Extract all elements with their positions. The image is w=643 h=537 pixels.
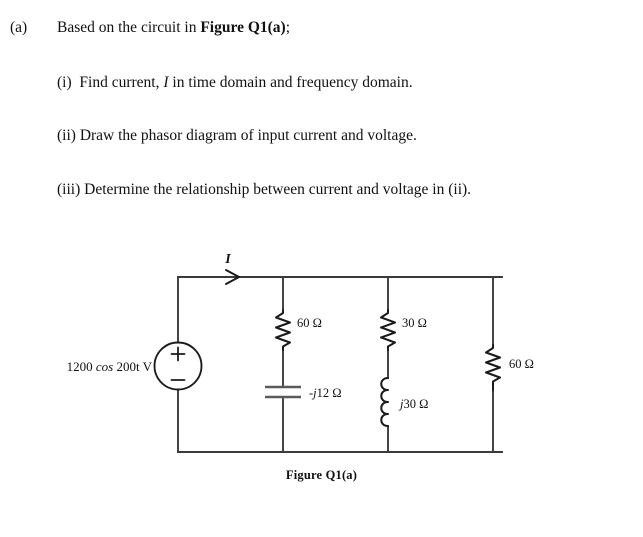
question-item-i-symbol: I bbox=[163, 74, 169, 91]
figure-reference: Figure Q1(a) bbox=[200, 19, 286, 36]
inductor-j30-icon bbox=[380, 377, 389, 427]
question-item-ii-marker: (ii) bbox=[57, 127, 76, 144]
resistor-60-right-icon bbox=[485, 344, 501, 391]
capacitor-j12-icon bbox=[265, 385, 301, 399]
question-item-iii-marker: (iii) bbox=[57, 181, 81, 198]
question-part-stem-lead: Based on the circuit in bbox=[57, 19, 201, 36]
question-item-iii: (iii) Determine the relationship between… bbox=[57, 180, 471, 199]
circuit-figure: I 1200 cos 200t V 60 Ω -j12 Ω 30 Ω j30 Ω… bbox=[0, 240, 643, 537]
current-label: I bbox=[224, 252, 231, 267]
source-label: 1200 cos 200t V bbox=[67, 359, 153, 374]
capacitor-j12-label: -j12 Ω bbox=[309, 386, 342, 400]
resistor-30-label: 30 Ω bbox=[402, 316, 427, 330]
source-plus-sign-icon bbox=[170, 346, 186, 362]
figure-caption: Figure Q1(a) bbox=[285, 468, 358, 482]
question-item-i: (i) Find current, I in time domain and f… bbox=[57, 73, 413, 92]
question-item-i-marker: (i) bbox=[57, 74, 72, 91]
resistor-60-left-icon bbox=[275, 309, 291, 351]
inductor-unit: Ω bbox=[419, 397, 428, 411]
question-part-label: (a) bbox=[10, 19, 28, 36]
question-item-i-post: in time domain and frequency domain. bbox=[168, 74, 413, 91]
question-item-iii-text: Determine the relationship between curre… bbox=[84, 181, 472, 198]
voltage-source-icon bbox=[153, 341, 203, 391]
capacitor-sign: - bbox=[309, 386, 313, 400]
current-arrow-icon bbox=[225, 269, 240, 285]
question-part-stem: Based on the circuit in Figure Q1(a); bbox=[57, 18, 290, 37]
circuit-diagram-svg: I 1200 cos 200t V 60 Ω -j12 Ω 30 Ω j30 Ω… bbox=[67, 252, 534, 453]
resistor-60-left-label: 60 Ω bbox=[297, 316, 322, 330]
capacitor-j: j bbox=[311, 386, 317, 400]
question-item-i-pre: Find current, bbox=[79, 74, 164, 91]
question-part-stem-tail: ; bbox=[285, 19, 291, 36]
source-argument: 200t bbox=[116, 359, 140, 374]
resistor-30-icon bbox=[380, 309, 396, 351]
inductor-j30-label: j30 Ω bbox=[398, 397, 428, 411]
source-unit: V bbox=[143, 359, 153, 374]
inductor-j: j bbox=[398, 397, 404, 411]
question-item-ii-text: Draw the phasor diagram of input current… bbox=[79, 127, 417, 144]
source-function: cos bbox=[96, 359, 113, 374]
inductor-magnitude: 30 bbox=[403, 397, 416, 411]
capacitor-unit: Ω bbox=[332, 386, 341, 400]
question-item-ii: (ii) Draw the phasor diagram of input cu… bbox=[57, 126, 417, 145]
resistor-60-right-label: 60 Ω bbox=[509, 357, 534, 371]
capacitor-magnitude: 12 bbox=[317, 386, 330, 400]
source-amplitude: 1200 bbox=[67, 359, 93, 374]
